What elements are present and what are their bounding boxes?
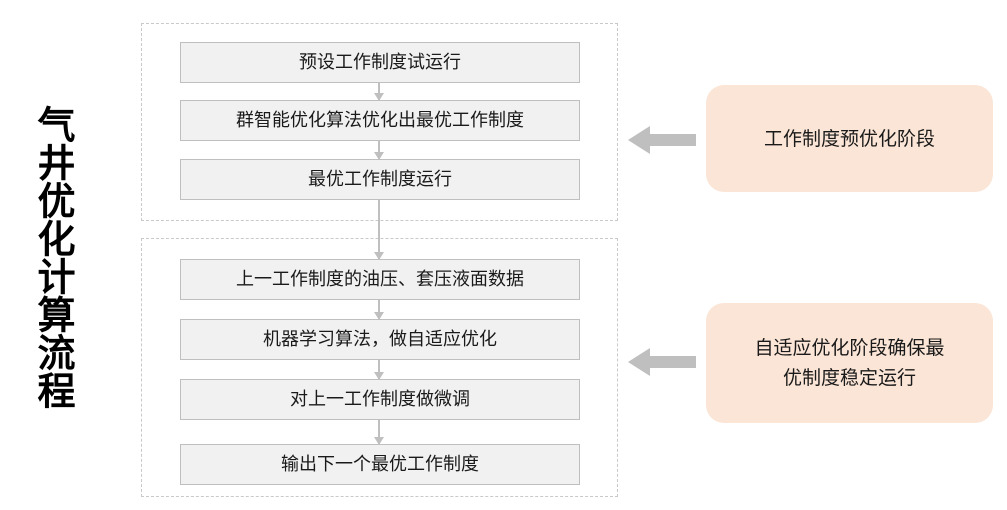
page-title: 气井优化计算流程 (31, 105, 75, 409)
process-box-preset-trial-run[interactable]: 预设工作制度试运行 (180, 42, 580, 83)
stage-1-annotation: 工作制度预优化阶段 (706, 85, 993, 192)
process-box-optimal-schedule-run[interactable]: 最优工作制度运行 (180, 159, 580, 200)
connector-arrow-1 (374, 83, 384, 101)
arrow-left-icon (628, 345, 696, 379)
connector-arrow-4 (374, 360, 384, 380)
process-box-previous-pressure-data[interactable]: 上一工作制度的油压、套压液面数据 (180, 259, 580, 300)
process-box-swarm-optimization[interactable]: 群智能优化算法优化出最优工作制度 (180, 100, 580, 141)
process-box-output-next-optimal-schedule[interactable]: 输出下一个最优工作制度 (180, 444, 580, 485)
process-box-machine-learning-adaptive[interactable]: 机器学习算法，做自适应优化 (180, 319, 580, 360)
annotation-line: 工作制度预优化阶段 (763, 127, 935, 150)
annotation-line: 自适应优化阶段确保最 (754, 337, 945, 359)
arrow-left-icon (628, 123, 696, 157)
annotation-line: 优制度稳定运行 (782, 367, 916, 389)
stage-2-annotation: 自适应优化阶段确保最 优制度稳定运行 (706, 303, 993, 423)
connector-arrow-2 (374, 141, 384, 160)
connector-arrow-stage-bridge (374, 200, 384, 260)
stage-2-group-container (141, 238, 618, 497)
connector-arrow-5 (374, 420, 384, 445)
process-box-fine-tune-schedule[interactable]: 对上一工作制度做微调 (180, 379, 580, 420)
connector-arrow-3 (374, 300, 384, 320)
